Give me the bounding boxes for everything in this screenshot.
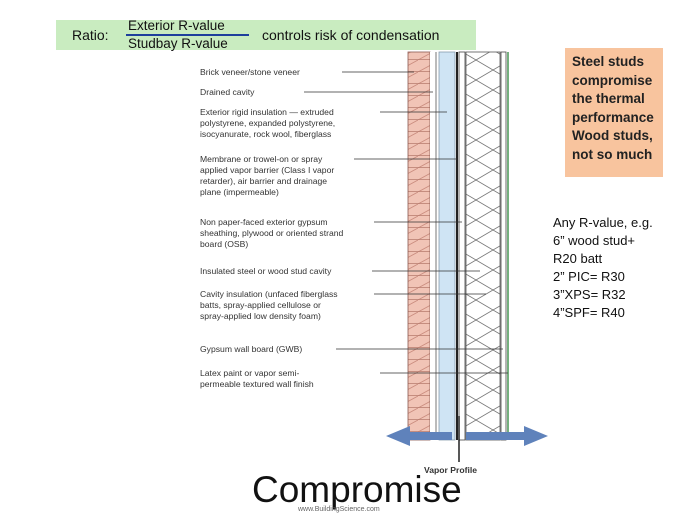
ratio-numerator: Exterior R-value bbox=[128, 18, 225, 33]
rigid-insulation-layer bbox=[438, 51, 456, 441]
sheathing-layer bbox=[458, 51, 466, 441]
slide-title: Compromise bbox=[252, 469, 462, 510]
vapor-arrow-left bbox=[386, 426, 452, 446]
ratio-denominator: Studbay R-value bbox=[128, 36, 228, 51]
drained-cavity-layer bbox=[430, 52, 436, 440]
label-rigid-insulation: Exterior rigid insulation — extruded pol… bbox=[200, 107, 336, 139]
label-drained-cavity: Drained cavity bbox=[200, 87, 255, 97]
label-membrane: Membrane or trowel-on or spray applied v… bbox=[200, 154, 335, 197]
brick-veneer-layer bbox=[407, 51, 431, 441]
label-gypsum-board: Gypsum wall board (GWB) bbox=[200, 344, 303, 354]
vapor-arrow-right bbox=[466, 426, 548, 446]
source-credit: www.BuildingScience.com bbox=[298, 506, 380, 513]
label-paint-finish: Latex paint or vapor semi- permeable tex… bbox=[200, 368, 314, 389]
steel-studs-note: Steel studs compromise the thermal perfo… bbox=[572, 54, 654, 162]
label-sheathing: Non paper-faced exterior gypsum sheathin… bbox=[200, 217, 344, 249]
steel-studs-callout bbox=[565, 48, 663, 177]
membrane-layer bbox=[456, 52, 458, 440]
ratio-description: controls risk of condensation bbox=[262, 27, 440, 43]
cavity-insulation-layer bbox=[465, 51, 501, 441]
rvalue-examples: Any R-value, e.g. 6” wood stud+ R20 batt… bbox=[553, 215, 653, 320]
gypsum-board-layer bbox=[500, 51, 507, 441]
label-cavity-insulation: Cavity insulation (unfaced fiberglass ba… bbox=[200, 289, 338, 321]
label-stud-cavity: Insulated steel or wood stud cavity bbox=[200, 266, 332, 276]
label-brick-veneer: Brick veneer/stone veneer bbox=[200, 67, 300, 77]
fraction-line bbox=[126, 34, 249, 36]
ratio-label: Ratio: bbox=[72, 27, 109, 43]
vapor-profile-label: Vapor Profile bbox=[424, 465, 478, 475]
